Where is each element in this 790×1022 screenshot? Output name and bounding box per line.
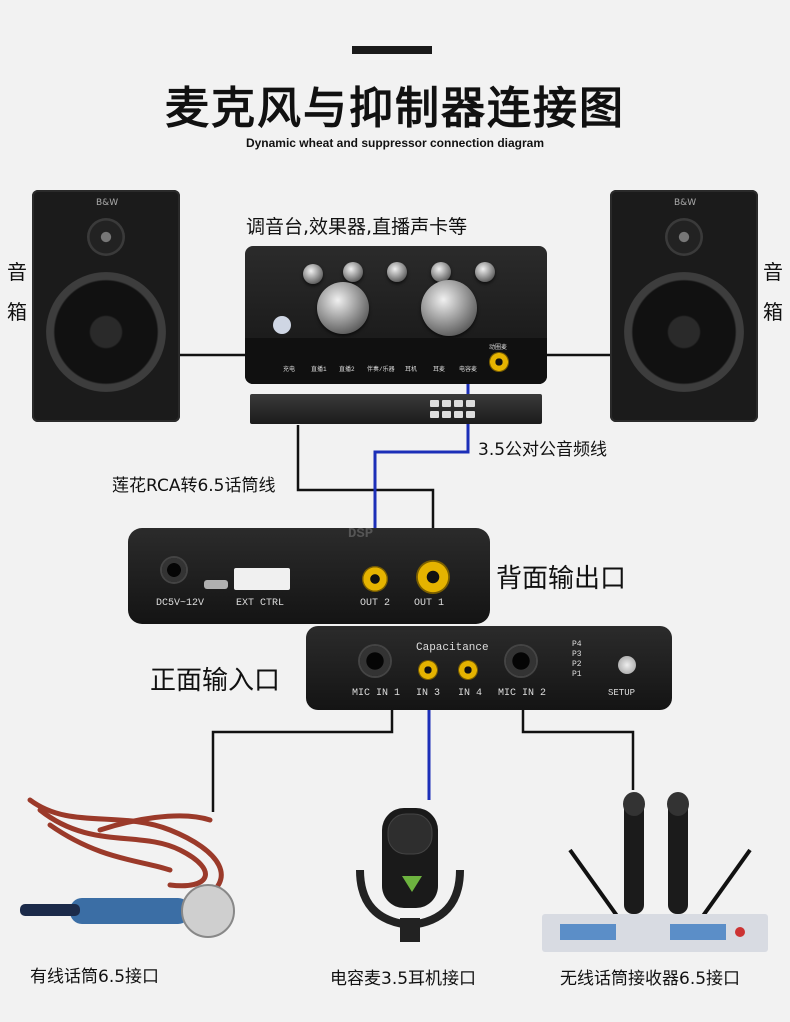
speaker-right-woofer bbox=[624, 272, 744, 392]
usb-port bbox=[204, 580, 228, 589]
mic-in-2-jack bbox=[506, 646, 536, 676]
wireless-receiver-caption: 无线话筒接收器6.5接口 bbox=[560, 969, 741, 989]
speaker-left-brand: B&W bbox=[96, 198, 119, 208]
sound-card-port-3: 伴奏/乐器 bbox=[367, 366, 395, 373]
setup-button bbox=[618, 656, 636, 674]
sound-card-port-4: 耳机 bbox=[405, 366, 418, 373]
sound-card-port-6: 电容麦 bbox=[459, 366, 478, 373]
out-1-jack bbox=[416, 560, 450, 594]
speaker-left-tweeter bbox=[87, 218, 125, 256]
speaker-right-label: 音箱 bbox=[763, 260, 783, 324]
condenser-mic-caption: 电容麦3.5耳机接口 bbox=[330, 969, 477, 989]
sound-card-knob-small-1 bbox=[303, 264, 323, 284]
rack-processor bbox=[250, 394, 542, 424]
rack-button-6 bbox=[442, 411, 451, 418]
port-dc-label: DC5V~12V bbox=[156, 598, 205, 609]
suppressor-rear-panel: DSP DC5V~12V EXT CTRL OUT 2 OUT 1 bbox=[128, 526, 490, 624]
sound-card-knob-small-3 bbox=[387, 262, 407, 282]
out-2-jack bbox=[362, 566, 388, 592]
wired-mic-grille bbox=[181, 884, 235, 938]
wireless-mic-1 bbox=[624, 794, 644, 914]
rack-button-3 bbox=[454, 400, 463, 407]
preset-p1-label: P1 bbox=[572, 670, 582, 679]
sound-card-knob-small-4 bbox=[431, 262, 451, 282]
mic-in-1-jack bbox=[360, 646, 390, 676]
title-accent-bar bbox=[352, 46, 432, 54]
setup-label: SETUP bbox=[608, 688, 636, 698]
speaker-right-brand: B&W bbox=[674, 198, 697, 208]
rack-button-7 bbox=[454, 411, 463, 418]
preset-p2-label: P2 bbox=[572, 660, 582, 669]
rca-cable-label: 莲花RCA转6.5话筒线 bbox=[112, 476, 276, 496]
port-mic-in-2-label: MIC IN 2 bbox=[498, 688, 547, 699]
sound-card: 充电 直播1 直播2 伴奏/乐器 耳机 耳麦 电容麦 动圈麦 bbox=[245, 246, 547, 384]
sound-card-port-7: 动圈麦 bbox=[489, 344, 508, 351]
sound-card-knob-large-2 bbox=[421, 280, 477, 336]
suppressor-brand: DSP bbox=[348, 526, 374, 542]
speaker-left: B&W bbox=[32, 190, 180, 422]
wired-mic-caption: 有线话筒6.5接口 bbox=[30, 967, 160, 987]
wired-mic-handle bbox=[70, 898, 190, 924]
speaker-right-tweeter bbox=[665, 218, 703, 256]
wireless-mic-2 bbox=[668, 794, 688, 914]
ext-ctrl-connector bbox=[234, 568, 290, 590]
port-out-1-label: OUT 1 bbox=[414, 598, 445, 609]
preset-p3-label: P3 bbox=[572, 650, 582, 659]
speaker-right: B&W bbox=[610, 190, 758, 422]
page-title: 麦克风与抑制器连接图 bbox=[165, 83, 625, 134]
rack-button-8 bbox=[466, 411, 475, 418]
rack-button-1 bbox=[430, 400, 439, 407]
speaker-left-label: 音箱 bbox=[7, 260, 27, 324]
page-subtitle: Dynamic wheat and suppressor connection … bbox=[245, 136, 545, 150]
aux-cable-label: 3.5公对公音频线 bbox=[478, 440, 608, 460]
rack-button-4 bbox=[466, 400, 475, 407]
front-heading: Capacitance bbox=[416, 642, 489, 654]
mixer-label: 调音台,效果器,直播声卡等 bbox=[246, 216, 468, 238]
front-input-label: 正面输入口 bbox=[150, 666, 281, 696]
port-ext-ctrl-label: EXT CTRL bbox=[236, 598, 285, 609]
receiver-box bbox=[542, 914, 768, 952]
sound-card-knob-small-2 bbox=[343, 262, 363, 282]
sound-card-port-5: 耳麦 bbox=[433, 366, 446, 373]
sound-card-port-1: 直播1 bbox=[311, 366, 327, 373]
in-4-jack bbox=[458, 660, 478, 680]
sound-card-knob-large-1 bbox=[317, 282, 369, 334]
port-mic-in-1-label: MIC IN 1 bbox=[352, 688, 401, 699]
sound-card-port-2: 直播2 bbox=[339, 366, 355, 373]
port-out-2-label: OUT 2 bbox=[360, 598, 391, 609]
rack-button-2 bbox=[442, 400, 451, 407]
sound-card-knob-small-5 bbox=[475, 262, 495, 282]
wired-microphone bbox=[20, 797, 235, 938]
wireless-receiver bbox=[542, 792, 768, 952]
sound-card-power-button bbox=[273, 316, 291, 334]
speaker-left-woofer bbox=[46, 272, 166, 392]
condenser-mic-logo bbox=[402, 876, 422, 892]
dc-power-jack bbox=[162, 558, 186, 582]
port-in-3-label: IN 3 bbox=[416, 688, 441, 699]
port-in-4-label: IN 4 bbox=[458, 688, 483, 699]
preset-p4-label: P4 bbox=[572, 640, 582, 649]
in-3-jack bbox=[418, 660, 438, 680]
rear-output-label: 背面输出口 bbox=[496, 564, 627, 594]
condenser-microphone bbox=[356, 808, 464, 942]
suppressor-front-panel: Capacitance MIC IN 1 IN 3 IN 4 MIC IN 2 … bbox=[306, 626, 672, 710]
rack-button-5 bbox=[430, 411, 439, 418]
sound-card-mic-jack bbox=[489, 352, 509, 372]
sound-card-port-0: 充电 bbox=[283, 366, 296, 373]
